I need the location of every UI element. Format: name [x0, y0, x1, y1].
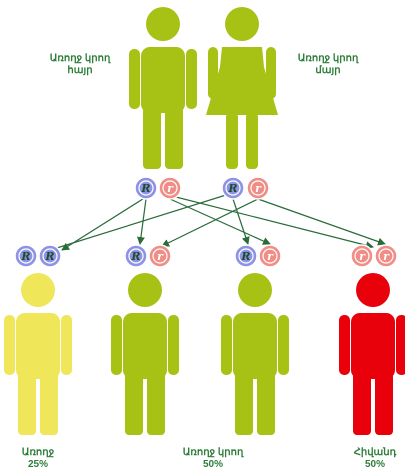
child-1-allele-1-letter: R	[20, 250, 30, 263]
child-figure-4-head	[356, 273, 390, 307]
father-label-line-2: հայր	[67, 65, 93, 76]
father-label: Առողջ կրող հայր	[40, 53, 120, 77]
child-figure-3-head	[238, 273, 272, 307]
parent-2-allele-1-letter: R	[227, 182, 237, 195]
parent-1-allele-1: R	[134, 176, 158, 200]
mother-label-line-1: Առողջ կրող	[297, 53, 359, 64]
outcome-carrier-label: Առողջ կրող 50%	[178, 447, 248, 471]
mother-label-line-2: մայր	[315, 65, 341, 76]
child-3-allele-2: r	[258, 244, 282, 268]
outcome-healthy-label: Առողջ 25%	[8, 447, 68, 471]
parent-2-allele-2-letter: r	[255, 182, 262, 195]
arrow-father-r-child-4	[171, 195, 374, 250]
parent-1-allele-2-letter: r	[167, 182, 174, 195]
outcome-sick-percent: 50%	[364, 459, 385, 470]
outcome-carrier-percent: 50%	[202, 459, 223, 470]
father-figure-torso	[141, 47, 185, 113]
child-1-allele-2: R	[38, 244, 62, 268]
child-figure-3-torso	[233, 313, 277, 379]
child-1-allele-1: R	[14, 244, 38, 268]
child-2-allele-2: r	[148, 244, 172, 268]
parent-2-allele-1: R	[221, 176, 245, 200]
parent-1-allele-2: r	[158, 176, 182, 200]
arrow-mother-r-child-4	[257, 198, 386, 246]
child-4-allele-2: r	[374, 244, 398, 268]
child-4-allele-1-letter: r	[359, 250, 366, 263]
mother-label: Առողջ կրող մայր	[288, 53, 368, 77]
child-3-allele-1-letter: R	[240, 250, 250, 263]
arrow-father-r-child-3	[169, 198, 271, 245]
child-2-allele-2-letter: r	[157, 250, 164, 263]
child-figure-1	[4, 273, 72, 435]
child-figure-1-head	[21, 273, 55, 307]
father-figure-head	[146, 7, 180, 41]
outcome-healthy-name: Առողջ	[21, 447, 55, 458]
child-3-allele-2-letter: r	[267, 250, 274, 263]
arrow-mother-R-child-1	[43, 194, 227, 254]
child-2-allele-1-letter: R	[130, 250, 140, 263]
arrow-mother-R-child-3	[232, 198, 250, 245]
child-figure-2-torso	[123, 313, 167, 379]
child-4-allele-1: r	[350, 244, 374, 268]
parent-1-allele-1-letter: R	[140, 182, 150, 195]
child-figure-4-torso	[351, 313, 395, 379]
parent-2-allele-2: r	[246, 176, 270, 200]
child-figure-2	[111, 273, 179, 435]
arrow-mother-r-child-2	[161, 198, 259, 247]
child-2-allele-1: R	[124, 244, 148, 268]
child-4-allele-2-letter: r	[383, 250, 390, 263]
child-figure-2-head	[128, 273, 162, 307]
child-3-allele-1: R	[234, 244, 258, 268]
father-figure	[129, 7, 197, 169]
father-label-line-1: Առողջ կրող	[49, 53, 111, 64]
mother-figure-head	[225, 7, 259, 41]
outcome-sick-name: Հիվանդ	[353, 447, 397, 458]
arrow-father-R-child-1	[61, 196, 147, 251]
outcome-carrier-name: Առողջ կրող	[182, 447, 244, 458]
child-figure-3	[221, 273, 289, 435]
outcome-healthy-percent: 25%	[27, 459, 48, 470]
child-figure-1-torso	[16, 313, 60, 379]
mother-figure	[206, 7, 278, 169]
mother-figure-dress	[206, 47, 278, 115]
child-figure-4	[339, 273, 405, 435]
outcome-sick-label: Հիվանդ 50%	[345, 447, 405, 471]
child-1-allele-2-letter: R	[44, 250, 54, 263]
